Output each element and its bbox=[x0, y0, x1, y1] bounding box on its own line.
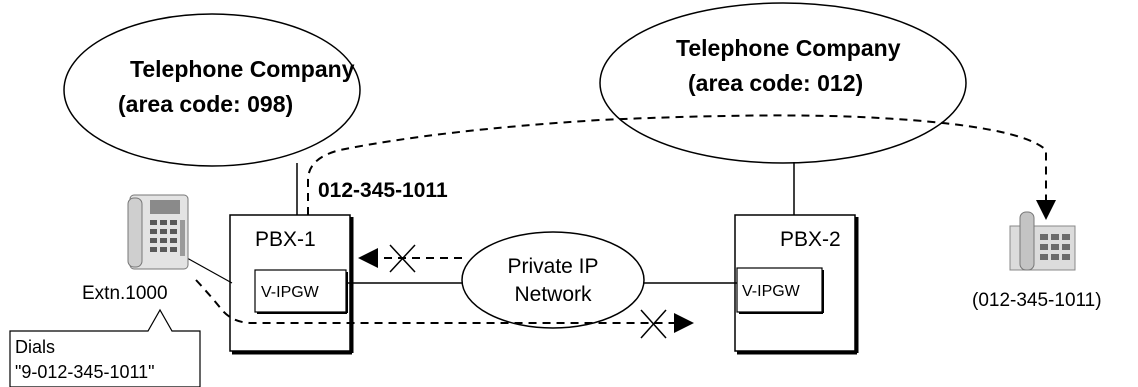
blocked-mark-lower bbox=[640, 309, 667, 339]
callout-line1: Dials bbox=[15, 337, 55, 357]
telephone-company-cloud-right: Telephone Company (area code: 012) bbox=[599, 2, 967, 164]
private-ip-network: Private IP Network bbox=[347, 231, 737, 329]
pbx1-gateway-label: V-IPGW bbox=[261, 284, 320, 301]
destination-label: (012-345-1011) bbox=[972, 290, 1102, 311]
cloud-left-title: Telephone Company bbox=[130, 56, 355, 82]
pbx2-box: PBX-2 V-IPGW bbox=[734, 214, 859, 355]
telephone-company-cloud-left: Telephone Company (area code: 098) bbox=[63, 13, 361, 167]
pbx2-gateway-label: V-IPGW bbox=[742, 283, 801, 300]
extension-line bbox=[186, 257, 233, 284]
public-route-arrow bbox=[307, 114, 1056, 220]
blocked-mark-upper bbox=[389, 244, 416, 273]
cloud-right-title: Telephone Company bbox=[676, 35, 901, 61]
network-label-line2: Network bbox=[514, 283, 592, 306]
pbx1-label: PBX-1 bbox=[255, 228, 316, 251]
network-label-line1: Private IP bbox=[507, 255, 598, 278]
pbx2-label: PBX-2 bbox=[780, 228, 841, 251]
cloud-right-area-code: (area code: 012) bbox=[688, 70, 863, 96]
desk-phone-icon bbox=[127, 194, 189, 270]
cloud-left-area-code: (area code: 098) bbox=[118, 91, 293, 117]
extension-label: Extn.1000 bbox=[82, 283, 168, 304]
destination-phone-icon bbox=[1009, 211, 1076, 271]
callout-line2: "9-012-345-1011" bbox=[15, 362, 155, 382]
pbx2-gateway-box bbox=[736, 267, 823, 313]
pbx1-box: PBX-1 V-IPGW bbox=[229, 214, 354, 355]
dial-callout: Dials "9-012-345-1011" bbox=[9, 308, 201, 387]
dialed-number-label: 012-345-1011 bbox=[318, 179, 448, 202]
